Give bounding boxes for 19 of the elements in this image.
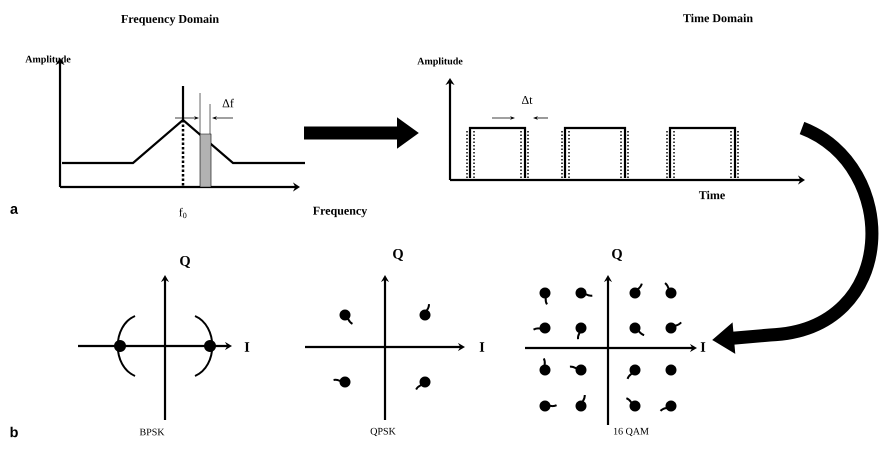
- frequency-mark: f$_{0}$: [179, 208, 186, 218]
- interval-label: Δt: [522, 96, 532, 104]
- axis-label: Amplitude: [25, 55, 71, 65]
- axis-label: I: [700, 342, 706, 352]
- axis-label: Q: [612, 249, 622, 261]
- scheme-label: QPSK: [370, 428, 396, 436]
- scheme-label: 16 QAM: [614, 428, 649, 436]
- axis-label: Time: [698, 190, 725, 200]
- panel-title: Time Domain: [683, 14, 753, 22]
- axis-label: Frequency: [313, 206, 368, 218]
- axis-label: Q: [393, 249, 403, 261]
- axis-label: Q: [180, 256, 190, 268]
- axis-label: Amplitude: [417, 57, 463, 67]
- axis-label: I: [244, 342, 250, 352]
- panel-title: Frequency Domain: [121, 14, 219, 26]
- axis-label: I: [480, 342, 484, 352]
- panel-letter: b: [10, 426, 18, 438]
- scheme-label: BPSK: [140, 428, 164, 436]
- interval-label: Δf: [222, 98, 234, 108]
